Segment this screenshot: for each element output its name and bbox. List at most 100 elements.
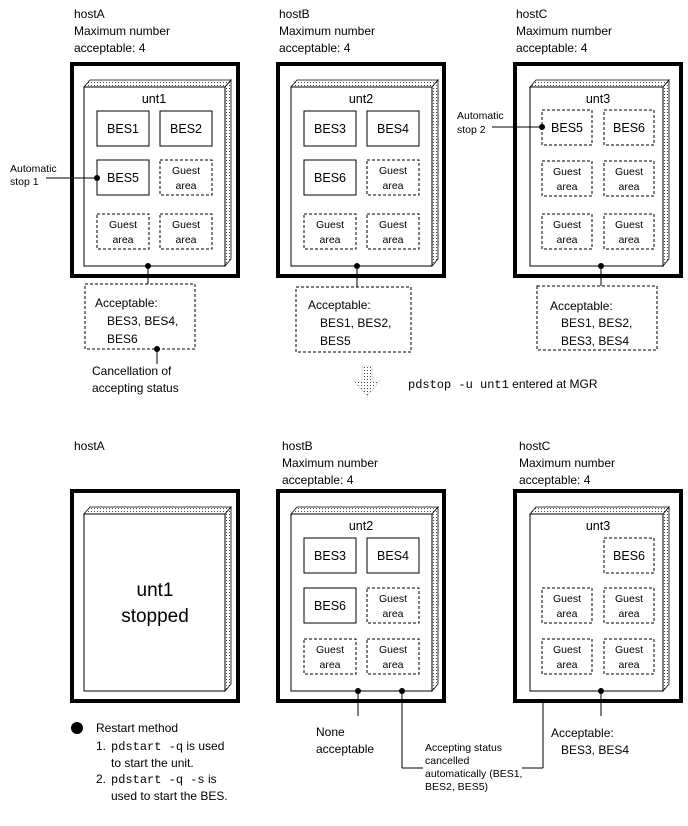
svg-text:hostC: hostC — [519, 439, 551, 453]
down-arrow-icon — [353, 365, 381, 397]
svg-text:Acceptable:: Acceptable: — [550, 299, 613, 313]
cancellation-label-line1: Cancellation of — [92, 364, 172, 378]
svg-text:Maximum number: Maximum number — [279, 24, 375, 38]
bottom-hostB-server: unt2 BES3 BES4 BES6 Guest area Guest are… — [276, 489, 446, 703]
top-unt1-guest-area-2 — [96, 213, 150, 250]
top-hostA-name: hostA — [74, 7, 105, 21]
top-unt2-guest-area-1 — [366, 159, 420, 196]
top-auto-stop-1: Automatic stop 1 — [10, 163, 100, 188]
top-unt3-bes5 — [541, 109, 593, 146]
bottom-hostB-none-acceptable: None acceptable — [316, 688, 374, 756]
svg-text:BES2, BES5): BES2, BES5) — [425, 781, 488, 793]
svg-text:Acceptable:: Acceptable: — [551, 726, 614, 740]
top-hostA-server: unt1 BES1 BES2 BES5 Guest area Guest are… — [70, 62, 240, 278]
svg-text:Restart method: Restart method — [96, 721, 178, 735]
svg-text:BES3: BES3 — [314, 549, 346, 563]
top-unt1-guest-area-3 — [159, 213, 213, 250]
svg-text:used to start the BES.: used to start the BES. — [111, 789, 228, 803]
svg-text:BES3, BES4: BES3, BES4 — [561, 743, 629, 757]
svg-text:Guest: Guest — [553, 166, 581, 178]
svg-text:area: area — [618, 181, 639, 193]
top-hostA-acceptable-box — [84, 283, 196, 350]
svg-text:BES6: BES6 — [314, 171, 346, 185]
bottom-hostA-name: hostA — [74, 439, 105, 453]
svg-text:area: area — [556, 181, 577, 193]
top-unt3-guest-area-2 — [603, 160, 655, 197]
top-unt3-label: unt3 — [586, 92, 610, 106]
svg-text:Guest: Guest — [615, 644, 643, 656]
svg-text:Automatic: Automatic — [457, 110, 504, 122]
svg-text:to start the unit.: to start the unit. — [111, 756, 194, 770]
bottom-unt1-stopped-line2: stopped — [121, 606, 189, 627]
svg-text:Guest: Guest — [379, 644, 407, 656]
top-unt1-bes2-label: BES2 — [170, 122, 202, 136]
svg-text:BES4: BES4 — [377, 549, 409, 563]
svg-text:stop 2: stop 2 — [457, 124, 486, 136]
top-hostC-acceptable: Acceptable: BES1, BES2, BES3, BES4 — [536, 263, 658, 351]
svg-text:area: area — [175, 180, 196, 192]
svg-text:Guest: Guest — [172, 165, 200, 177]
svg-text:area: area — [618, 608, 639, 620]
svg-text:Accepting status: Accepting status — [425, 742, 502, 754]
svg-text:area: area — [112, 234, 133, 246]
svg-text:hostC: hostC — [516, 7, 548, 21]
top-unt2-guest-area-2 — [303, 213, 357, 250]
top-auto-stop-2: Automatic stop 2 — [455, 108, 545, 140]
svg-text:area: area — [319, 659, 340, 671]
svg-text:Guest: Guest — [109, 219, 137, 231]
top-hostB-server: unt2 BES3 BES4 BES6 Guest area Guest are… — [276, 62, 446, 278]
svg-text:area: area — [382, 234, 403, 246]
top-hostA-acceptable: Acceptable: BES3, BES4, BES6 Cancellatio… — [84, 263, 196, 395]
svg-text:area: area — [382, 180, 403, 192]
bottom-hostC-server: unt3 BES6 Guest area Guest area Guest ar… — [513, 489, 683, 703]
bottom-hostC-header: hostC Maximum number acceptable: 4 — [519, 439, 615, 487]
svg-text:2.pdstart -q -s is: 2.pdstart -q -s is — [96, 772, 217, 787]
svg-text:acceptable: 4: acceptable: 4 — [279, 41, 351, 55]
top-unt3-guest-area-3 — [541, 213, 593, 250]
svg-text:area: area — [382, 608, 403, 620]
svg-text:Guest: Guest — [615, 219, 643, 231]
svg-text:Maximum number: Maximum number — [516, 24, 612, 38]
top-hostC-header: hostC Maximum number acceptable: 4 — [516, 7, 612, 55]
svg-text:BES6: BES6 — [314, 599, 346, 613]
svg-text:unt2: unt2 — [349, 519, 373, 533]
svg-text:area: area — [556, 659, 577, 671]
svg-text:area: area — [382, 659, 403, 671]
svg-text:area: area — [175, 234, 196, 246]
svg-text:Acceptable:: Acceptable: — [95, 296, 158, 310]
svg-text:acceptable: 4: acceptable: 4 — [519, 473, 591, 487]
svg-text:None: None — [316, 725, 345, 739]
svg-text:1.pdstart -q is used: 1.pdstart -q is used — [96, 739, 224, 754]
top-unt1-guest-area-1 — [159, 159, 213, 196]
svg-text:BES5: BES5 — [551, 121, 583, 135]
svg-text:hostB: hostB — [282, 439, 313, 453]
top-unt3-bes6 — [603, 109, 655, 146]
transition-arrow: pdstop -u unt1 entered at MGR — [353, 365, 598, 397]
top-unt1-bes1-label: BES1 — [107, 122, 139, 136]
svg-text:area: area — [556, 234, 577, 246]
svg-text:Guest: Guest — [553, 593, 581, 605]
top-hostA-header: hostA Maximum number acceptable: 4 — [74, 7, 170, 55]
svg-text:hostB: hostB — [279, 7, 310, 21]
transition-command: pdstop -u unt1 entered at MGR — [408, 377, 598, 392]
bottom-hostB-header: hostB Maximum number acceptable: 4 — [282, 439, 378, 487]
svg-text:area: area — [618, 659, 639, 671]
svg-text:BES3: BES3 — [314, 122, 346, 136]
top-unt1-label: unt1 — [142, 92, 166, 106]
svg-text:Automatic: Automatic — [10, 163, 57, 175]
svg-text:Maximum number: Maximum number — [282, 456, 378, 470]
svg-text:BES6: BES6 — [107, 332, 138, 346]
top-unt2-bes4 — [366, 110, 420, 147]
top-unt1-bes5-label: BES5 — [107, 171, 139, 185]
top-hostA-max-line2: acceptable: 4 — [74, 41, 146, 55]
svg-text:Guest: Guest — [316, 644, 344, 656]
svg-text:Guest: Guest — [172, 219, 200, 231]
bullet-icon — [71, 722, 83, 734]
svg-text:Guest: Guest — [615, 166, 643, 178]
top-unt2-bes3 — [303, 110, 357, 147]
svg-text:BES5: BES5 — [320, 334, 351, 348]
svg-text:Guest: Guest — [553, 644, 581, 656]
svg-text:Acceptable:: Acceptable: — [308, 298, 371, 312]
svg-text:stop 1: stop 1 — [10, 176, 39, 188]
